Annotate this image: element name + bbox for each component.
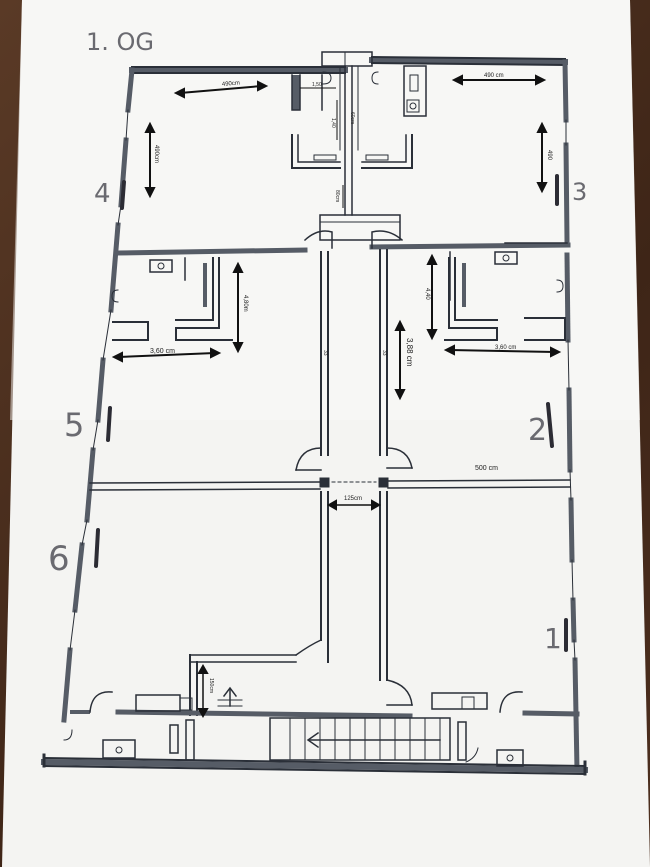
dim-top-left-height: 490cm <box>153 145 159 163</box>
dim-corridor-top: 80cm <box>334 190 340 202</box>
dim-top-right-width: 490 cm <box>484 73 504 79</box>
dim-top-left-width: 490cm <box>222 80 240 88</box>
dim-corridor-height: 3,88 cm <box>405 338 414 367</box>
floor-label: 1. OG <box>86 28 154 56</box>
window-number-5: 5 <box>64 406 84 444</box>
dim-arrow <box>179 85 263 94</box>
window-number-3: 3 <box>572 178 587 206</box>
dim-right-room-width: 3,60 cm <box>495 345 516 351</box>
dim-corridor-right: 33 <box>381 350 387 356</box>
dim-bath-small-2: 1,40 <box>330 118 336 128</box>
dim-bath-small: 1,50 <box>312 82 322 88</box>
dim-left-small-room-height: 4,80m <box>242 295 248 312</box>
dim-stair: 150cm <box>208 678 214 693</box>
dim-left-room-width: 3,60 cm <box>150 348 175 355</box>
window-number-4: 4 <box>94 179 111 209</box>
dim-top-right-height: 490 <box>546 150 552 161</box>
window-number-2: 2 <box>528 413 547 448</box>
dim-right-small-room-height: 4,40 <box>424 288 430 300</box>
window-number-6: 6 <box>48 539 70 579</box>
dim-hall-width: 500 cm <box>475 465 498 472</box>
dim-corridor-left: 33 <box>322 350 328 356</box>
window-number-1: 1 <box>544 622 562 655</box>
dim-shaft: 60cm <box>349 112 355 124</box>
dim-door-width: 125cm <box>344 496 362 502</box>
